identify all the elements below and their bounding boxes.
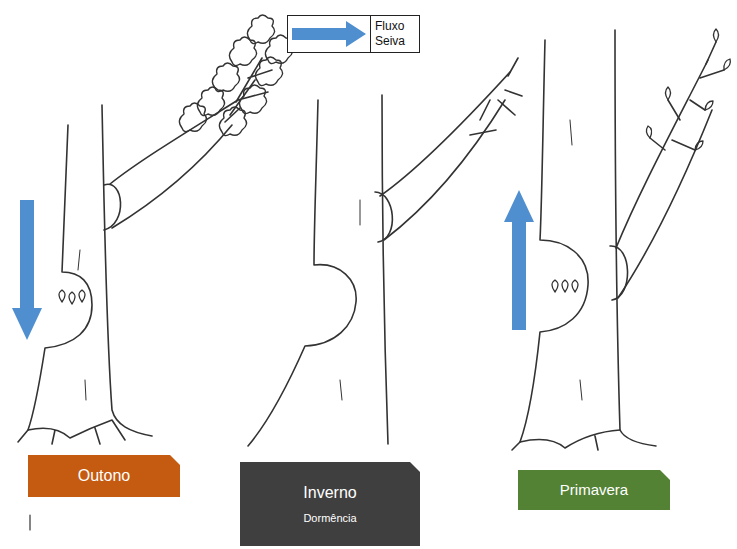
legend-arrow <box>288 16 370 52</box>
arrow-sample <box>292 21 366 47</box>
season-label: Primavera <box>518 470 670 510</box>
season-name: Primavera <box>560 481 628 499</box>
spring-buds <box>552 29 730 292</box>
season-note: Dormência <box>303 512 356 525</box>
legend-box: Fluxo Seiva <box>287 15 420 53</box>
legend-label: Fluxo Seiva <box>370 16 419 52</box>
autumn-buds <box>59 290 85 304</box>
autumn-trunk <box>18 58 272 444</box>
spring-trunk <box>512 30 724 450</box>
season-name: Outono <box>78 466 130 485</box>
season-name: Inverno <box>303 483 356 502</box>
autumn-leaves <box>179 15 292 136</box>
label-fill <box>28 455 180 497</box>
winter-trunk <box>248 58 522 446</box>
sap-flow-down-arrow <box>12 200 42 340</box>
season-label: Outono <box>28 455 180 497</box>
sap-flow-up-arrow <box>504 190 534 330</box>
stray-mark <box>29 515 30 530</box>
season-label: InvernoDormência <box>240 462 420 546</box>
label-fill <box>240 462 420 546</box>
label-shape <box>240 462 420 546</box>
label-fill <box>518 470 670 510</box>
